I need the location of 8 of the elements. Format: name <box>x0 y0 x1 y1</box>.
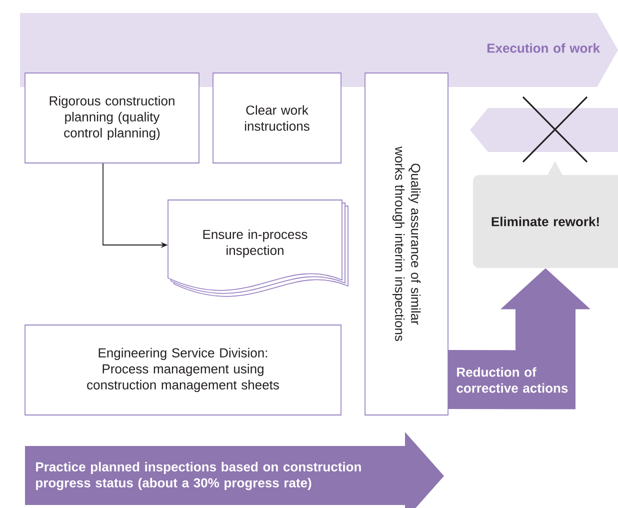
up-arrow <box>448 268 590 410</box>
process-box: Engineering Service Division: Process management using construction management sheets <box>24 324 342 416</box>
arrow-label: Reduction of corrective actions <box>456 367 568 393</box>
process-box: Quality assurance of similar works through interim inspections <box>364 72 448 416</box>
document-stack: Ensure in-process inspection <box>168 200 348 297</box>
callout-box: Eliminate rework! <box>473 161 618 268</box>
process-box: Rigorous construction planning (quality control planning) <box>24 72 200 164</box>
process-box: Clear work instructions <box>212 72 342 164</box>
